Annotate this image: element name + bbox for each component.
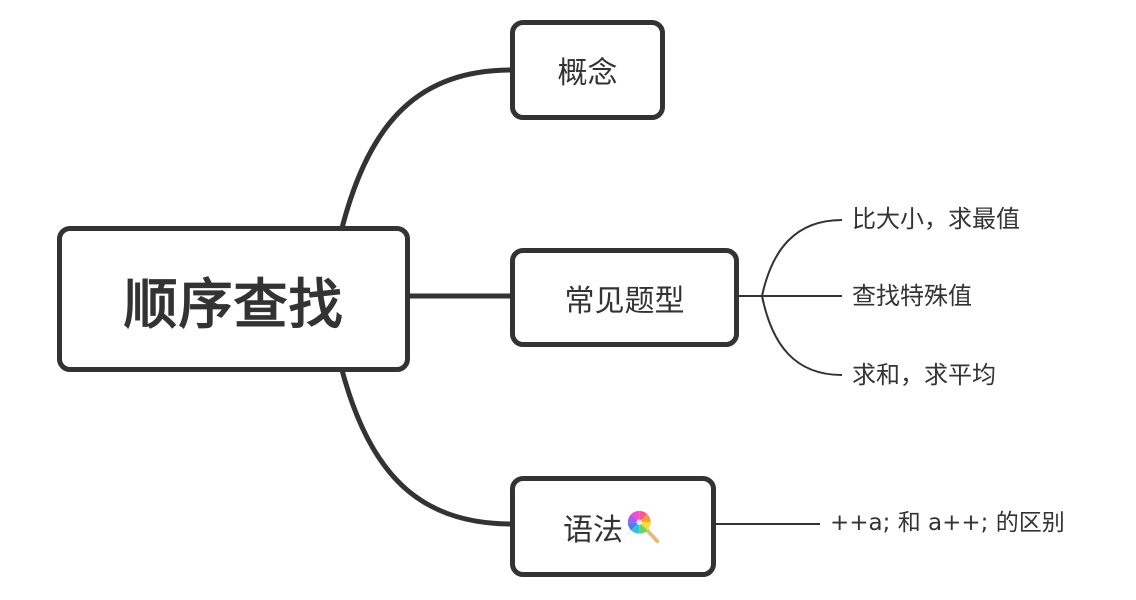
topic-concept[interactable]: 概念: [510, 20, 665, 120]
subtopic-increment-difference[interactable]: ++a; 和 a++; 的区别: [830, 510, 1065, 536]
subtopic-find-special-value[interactable]: 查找特殊值: [852, 282, 972, 310]
subtopic-sum-average[interactable]: 求和，求平均: [852, 361, 996, 389]
connector-types-leaf-1: [761, 219, 843, 297]
root-topic-label: 顺序查找: [123, 272, 344, 336]
topic-syntax-label: 语法: [563, 512, 623, 548]
root-topic[interactable]: 顺序查找: [57, 226, 410, 372]
connector-root-syntax: [339, 367, 515, 527]
lollipop-icon: [627, 510, 660, 543]
topic-concept-label: 概念: [557, 56, 618, 91]
topic-common-question-types[interactable]: 常见题型: [510, 248, 739, 347]
subtopic-compare-max[interactable]: 比大小，求最值: [852, 205, 1020, 233]
topic-syntax[interactable]: 语法: [510, 476, 716, 577]
topic-types-label: 常见题型: [564, 283, 685, 319]
connector-types-leaf-3: [761, 295, 843, 376]
connector-root-concept: [339, 67, 515, 231]
